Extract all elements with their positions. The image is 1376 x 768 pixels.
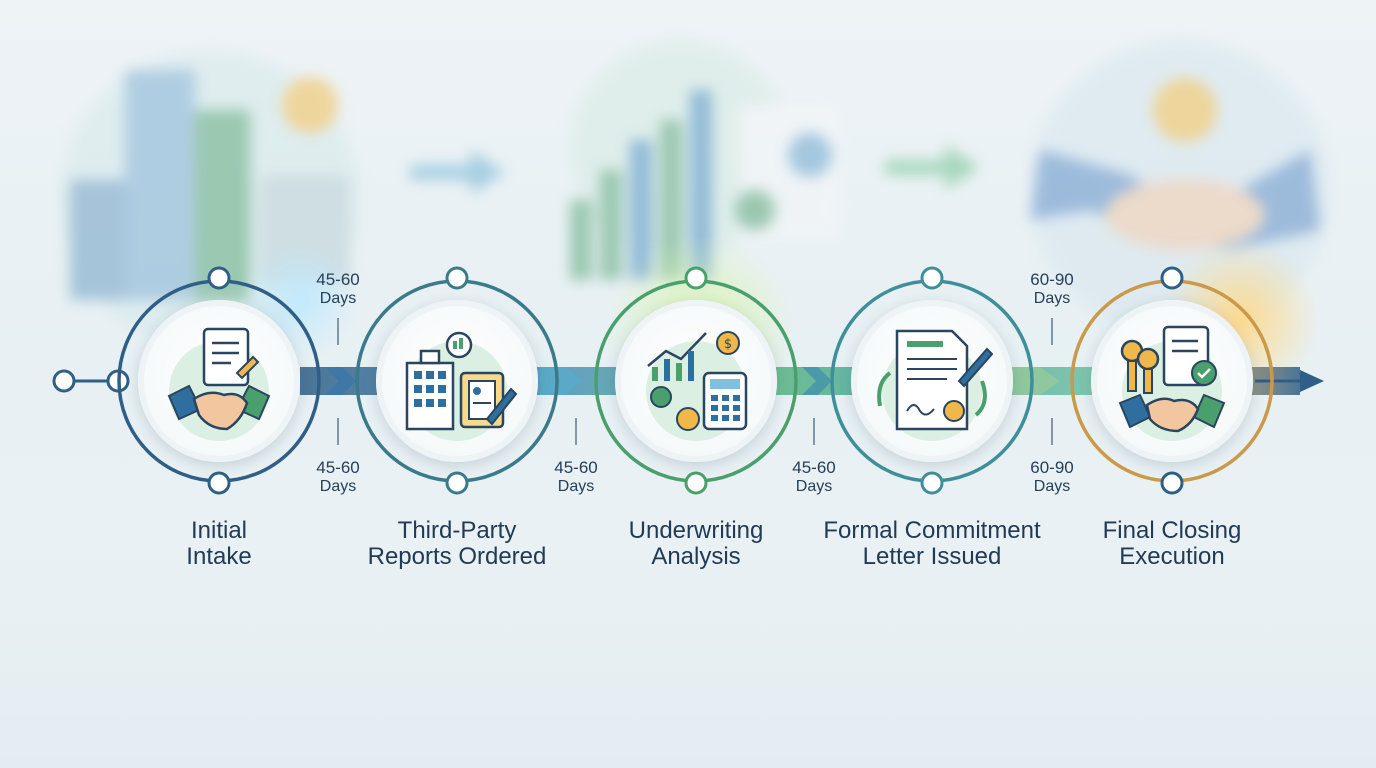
handshake-document-icon: [167, 327, 271, 441]
duration-value: 45-60: [792, 458, 836, 477]
connector-arrow-4: [1012, 367, 1060, 395]
duration-top-1: 45-60 Days: [298, 270, 378, 308]
duration-value: 45-60: [554, 458, 598, 477]
duration-unit: Days: [1033, 478, 1071, 495]
duration-bottom-4: 60-90 Days: [1012, 458, 1092, 496]
ring-4-bottom-node: [920, 471, 944, 495]
building-clipboard-icon: [405, 331, 518, 441]
chart-calculator-icon: $: [646, 331, 748, 441]
end-arrow-icon: [1300, 370, 1324, 392]
ring-1-top-node: [207, 266, 231, 290]
step-5-circle: [1091, 300, 1253, 462]
keys-handshake-icon: [1118, 325, 1226, 441]
ring-3-top-node: [684, 266, 708, 290]
start-node: [52, 369, 76, 393]
ring-4-top-node: [920, 266, 944, 290]
step-label-line-2: Execution: [1119, 543, 1225, 570]
connector-arrow-2: [540, 367, 582, 395]
duration-unit: Days: [557, 478, 595, 495]
duration-value: 45-60: [316, 270, 360, 289]
step-3-label: Underwriting Analysis: [566, 518, 826, 570]
step-label-line-2: Letter Issued: [862, 543, 1002, 570]
step-label-line-1: Initial: [190, 517, 248, 544]
step-2-circle: [376, 300, 538, 462]
step-label-line-2: Analysis: [651, 543, 741, 570]
ring-1-bottom-node: [207, 471, 231, 495]
ring-2-top-node: [445, 266, 469, 290]
duration-bottom-3: 45-60 Days: [774, 458, 854, 496]
duration-unit: Days: [319, 478, 357, 495]
duration-bottom-2: 45-60 Days: [536, 458, 616, 496]
step-label-line-1: Final Closing: [1102, 517, 1242, 544]
step-label-line-1: Formal Commitment: [823, 517, 1041, 544]
ring-5-top-node: [1160, 266, 1184, 290]
step-label-line-2: Intake: [186, 543, 252, 570]
step-4-circle: [851, 300, 1013, 462]
duration-value: 60-90: [1030, 458, 1074, 477]
step-label-line-1: Third-Party: [397, 517, 517, 544]
duration-value: 60-90: [1030, 270, 1074, 289]
duration-top-2: 60-90 Days: [1012, 270, 1092, 308]
ring-3-bottom-node: [684, 471, 708, 495]
step-4-label: Formal Commitment Letter Issued: [802, 518, 1062, 570]
signed-letter-icon: [877, 329, 994, 441]
step-label-line-1: Underwriting: [628, 517, 764, 544]
step-label-line-2: Reports Ordered: [367, 543, 547, 570]
ring-2-bottom-node: [445, 471, 469, 495]
duration-unit: Days: [319, 290, 357, 307]
step-1-circle: [138, 300, 300, 462]
step-5-label: Final Closing Execution: [1042, 518, 1302, 570]
step-2-label: Third-Party Reports Ordered: [327, 518, 587, 570]
step-3-circle: $: [615, 300, 777, 462]
connector-arrow-1: [325, 367, 356, 395]
svg-text:$: $: [724, 337, 732, 352]
connector-arrow-3: [802, 367, 832, 395]
duration-unit: Days: [795, 478, 833, 495]
duration-unit: Days: [1033, 290, 1071, 307]
ring-5-bottom-node: [1160, 471, 1184, 495]
duration-value: 45-60: [316, 458, 360, 477]
step-1-label: Initial Intake: [89, 518, 349, 570]
duration-bottom-1: 45-60 Days: [298, 458, 378, 496]
